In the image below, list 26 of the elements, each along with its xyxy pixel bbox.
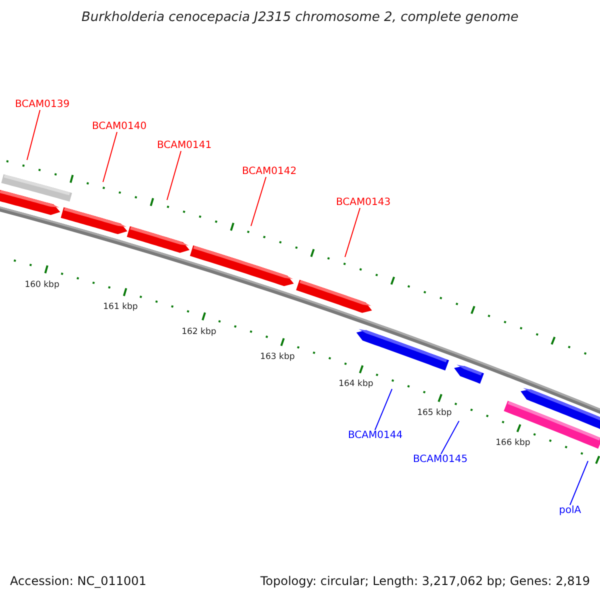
scale-label: 162 kbp	[180, 326, 218, 337]
leader-line	[26, 110, 40, 160]
footer-text: Accession: NC_011001	[10, 574, 146, 588]
gene-name: BCAM0142	[242, 166, 297, 177]
gene-name: BCAM0140	[92, 121, 147, 132]
gene-name: BCAM0141	[157, 140, 212, 151]
gene-name: BCAM0143	[336, 197, 391, 208]
footer-text: Topology: circular; Length: 3,217,062 bp; Genes: 2,819	[260, 574, 590, 588]
scale-label: 164 kbp	[338, 379, 374, 390]
leader-line	[374, 388, 392, 430]
leader-line	[440, 420, 460, 454]
gene-name: BCAM0139	[15, 99, 70, 110]
leader-line	[250, 176, 266, 226]
title: Burkholderia cenocepacia J2315 chromosome 2, complete genome	[80, 10, 520, 25]
scale-label: 160 kbp	[24, 280, 60, 290]
leader-line	[344, 208, 360, 258]
leader-line	[166, 150, 182, 200]
scale-label: 166 kbp	[494, 438, 532, 448]
scale-label: 163 kbp	[259, 352, 296, 362]
gene-name: BCAM0145	[413, 454, 468, 465]
scale-label: 165 kbp	[416, 408, 453, 418]
leader-line	[102, 132, 118, 182]
gene-name: BCAM0144	[348, 430, 403, 441]
scale-label: 161 kbp	[102, 302, 139, 312]
leader-line	[570, 460, 588, 506]
gene-name: polA	[559, 505, 582, 516]
